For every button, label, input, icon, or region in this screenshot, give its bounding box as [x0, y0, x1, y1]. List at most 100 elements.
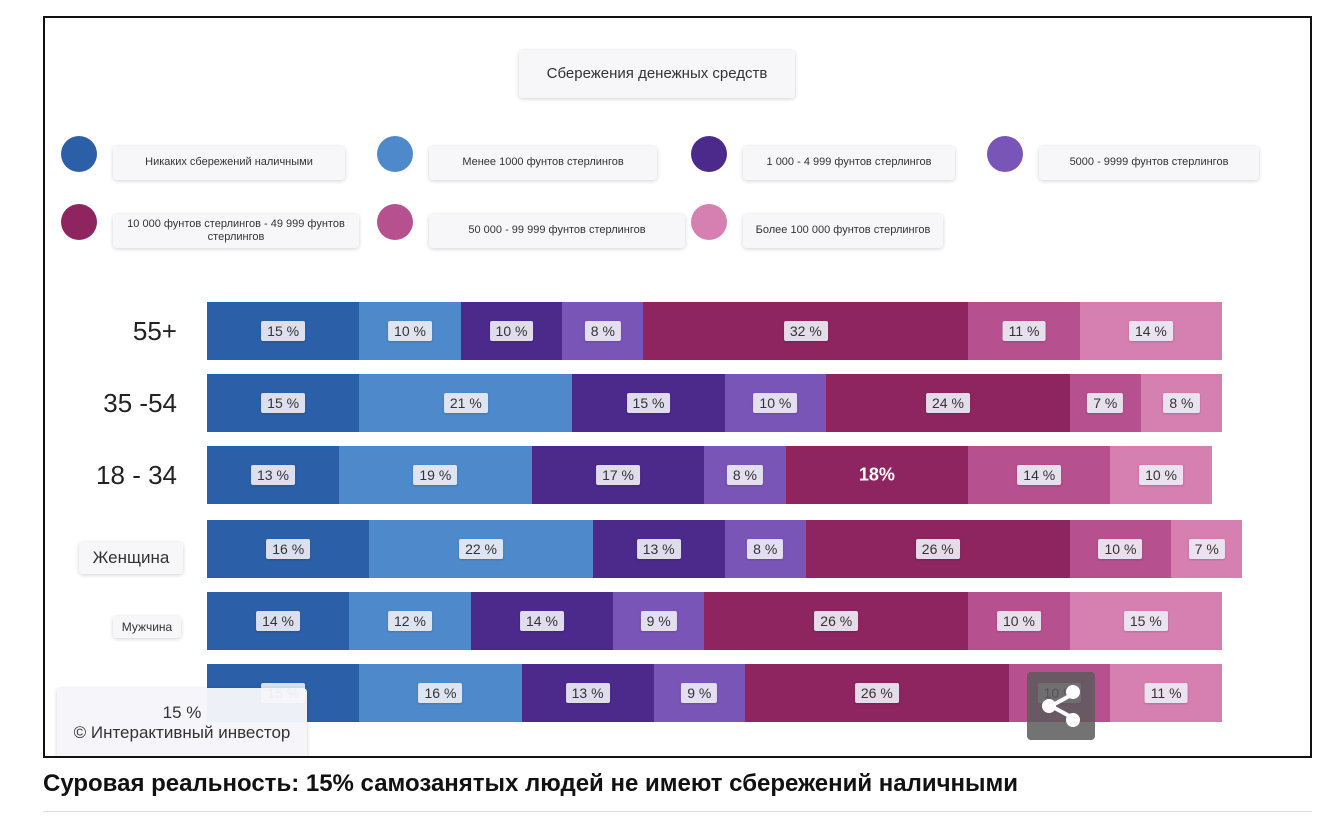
- legend-label: 5000 - 9999 фунтов стерлингов: [1039, 146, 1259, 180]
- bar-segment: 32 %: [643, 302, 969, 360]
- data-label: 11 %: [1144, 682, 1188, 704]
- legend-marker: [691, 204, 727, 240]
- bar-segment: 9 %: [612, 592, 705, 650]
- bar-segment: 15 %: [572, 374, 725, 432]
- share-button[interactable]: [1027, 672, 1095, 740]
- caption: Суровая реальность: 15% самозанятых люде…: [43, 770, 1019, 797]
- data-label: 7 %: [1087, 392, 1124, 414]
- bar-segment: 10 %: [968, 592, 1070, 650]
- legend-label: 1 000 - 4 999 фунтов стерлингов: [743, 146, 955, 180]
- bar-segment: 7 %: [1171, 520, 1243, 578]
- data-label: 10 %: [489, 320, 534, 342]
- bar-segment: 15 %: [207, 374, 360, 432]
- bar-segment: 11 %: [968, 302, 1080, 360]
- data-label: 19 %: [413, 464, 458, 486]
- bar-segment: 12 %: [349, 592, 471, 650]
- data-label: 15 %: [261, 320, 306, 342]
- data-label: 10 %: [1098, 538, 1143, 560]
- data-label: 16 %: [266, 538, 311, 560]
- bar-segment: 18%: [785, 446, 969, 504]
- bar-segment: 11 %: [1110, 664, 1222, 722]
- category-label: 18 - 34: [96, 460, 177, 490]
- bar-segment: 8 %: [562, 302, 644, 360]
- bar-segment: 10 %: [724, 374, 827, 432]
- bar-segment: 13 %: [592, 520, 725, 578]
- bar-segment: 8 %: [1140, 374, 1222, 432]
- legend-label: 50 000 - 99 999 фунтов стерлингов: [429, 214, 685, 248]
- bar-segment: 9 %: [653, 664, 745, 722]
- data-label: 12 %: [388, 610, 432, 632]
- bar-segment: 8 %: [724, 520, 806, 578]
- bar-segment: 10 %: [359, 302, 461, 360]
- data-label: 13 %: [636, 538, 681, 560]
- data-label: 13 %: [251, 464, 295, 486]
- data-label: 10 %: [753, 392, 798, 414]
- bar-row: 15 % 21 % 15 % 10 % 24 % 7 % 8 %: [207, 374, 1222, 432]
- bar-row: 15 % 10 % 10 % 8 % 32 % 11 % 14 %: [207, 302, 1222, 360]
- bar-segment: 15 %: [1069, 592, 1222, 650]
- bar-segment: 16 %: [359, 664, 522, 722]
- bar-row: 13 % 19 % 17 % 8 % 18% 14 % 10 %: [207, 446, 1212, 504]
- bar-segment: 22 %: [369, 520, 593, 578]
- legend-marker: [61, 136, 97, 172]
- bar-segment: 24 %: [826, 374, 1070, 432]
- data-label: 14 %: [519, 610, 564, 632]
- legend-marker: [987, 136, 1023, 172]
- chart-title: Сбережения денежных средств: [519, 50, 795, 98]
- legend-marker: [61, 204, 97, 240]
- data-label: 9 %: [681, 682, 718, 704]
- data-label: 10 %: [1139, 464, 1184, 486]
- legend-marker: [377, 136, 413, 172]
- bar-segment: 7 %: [1069, 374, 1141, 432]
- data-label: 17 %: [596, 464, 641, 486]
- data-label: 26 %: [854, 682, 899, 704]
- data-label: 9 %: [640, 610, 677, 632]
- data-label: 21 %: [443, 392, 488, 414]
- bar-segment: 13 %: [207, 446, 339, 504]
- bar-segment: 14 %: [968, 446, 1111, 504]
- legend-label: Более 100 000 фунтов стерлингов: [743, 214, 943, 248]
- bar-segment: 14 %: [1079, 302, 1222, 360]
- data-label: 15 %: [261, 392, 306, 414]
- bar-segment: 26 %: [744, 664, 1009, 722]
- bar-segment: 15 %: [207, 302, 360, 360]
- data-label: 11 %: [1002, 320, 1046, 342]
- bar-row: 15 %16 %13 %9 %26 %10 %11 %: [207, 664, 1222, 722]
- category-label: 55+: [132, 316, 177, 346]
- data-label: 8 %: [584, 320, 621, 342]
- data-label: 14 %: [1128, 320, 1173, 342]
- data-label: 8 %: [1163, 392, 1200, 414]
- bar-segment: 13 %: [521, 664, 654, 722]
- legend-marker: [691, 136, 727, 172]
- divider: [43, 811, 1312, 812]
- data-label: 22 %: [459, 538, 503, 560]
- credit-value: 15 %: [162, 702, 202, 722]
- bar-segment: 14 %: [470, 592, 613, 650]
- bar-segment: 26 %: [704, 592, 969, 650]
- bar-segment: 10 %: [1069, 520, 1172, 578]
- data-label: 24 %: [925, 392, 970, 414]
- data-label: 15 %: [1123, 610, 1168, 632]
- bar-row: 14 % 12 % 14 % 9 % 26 % 10 % 15 %: [207, 592, 1222, 650]
- data-label: 10 %: [997, 610, 1041, 632]
- bar-segment: 16 %: [207, 520, 370, 578]
- legend-label: 10 000 фунтов стерлингов - 49 999 фунтов…: [113, 214, 359, 248]
- category-label: 35 -54: [103, 388, 177, 418]
- bar-segment: 19 %: [338, 446, 532, 504]
- bar-row: 16 % 22 % 13 % 8 % 26 % 10 % 7 %: [207, 520, 1243, 578]
- bar-segment: 26 %: [805, 520, 1070, 578]
- data-label: 8 %: [747, 538, 784, 560]
- share-icon: [1042, 685, 1080, 727]
- data-label: 13 %: [565, 682, 610, 704]
- data-label: 18%: [858, 464, 895, 485]
- chart-frame: Сбережения денежных средств Никаких сбер…: [43, 16, 1312, 758]
- bar-segment: 8 %: [704, 446, 786, 504]
- bar-segment: 21 %: [359, 374, 573, 432]
- legend-label: Никаких сбережений наличными: [113, 146, 345, 180]
- data-label: 14 %: [256, 610, 301, 632]
- legend-label: Менее 1000 фунтов стерлингов: [429, 146, 657, 180]
- legend-marker: [377, 204, 413, 240]
- bar-segment: 17 %: [531, 446, 705, 504]
- data-label: 7 %: [1188, 538, 1225, 560]
- bar-segment: 14 %: [207, 592, 350, 650]
